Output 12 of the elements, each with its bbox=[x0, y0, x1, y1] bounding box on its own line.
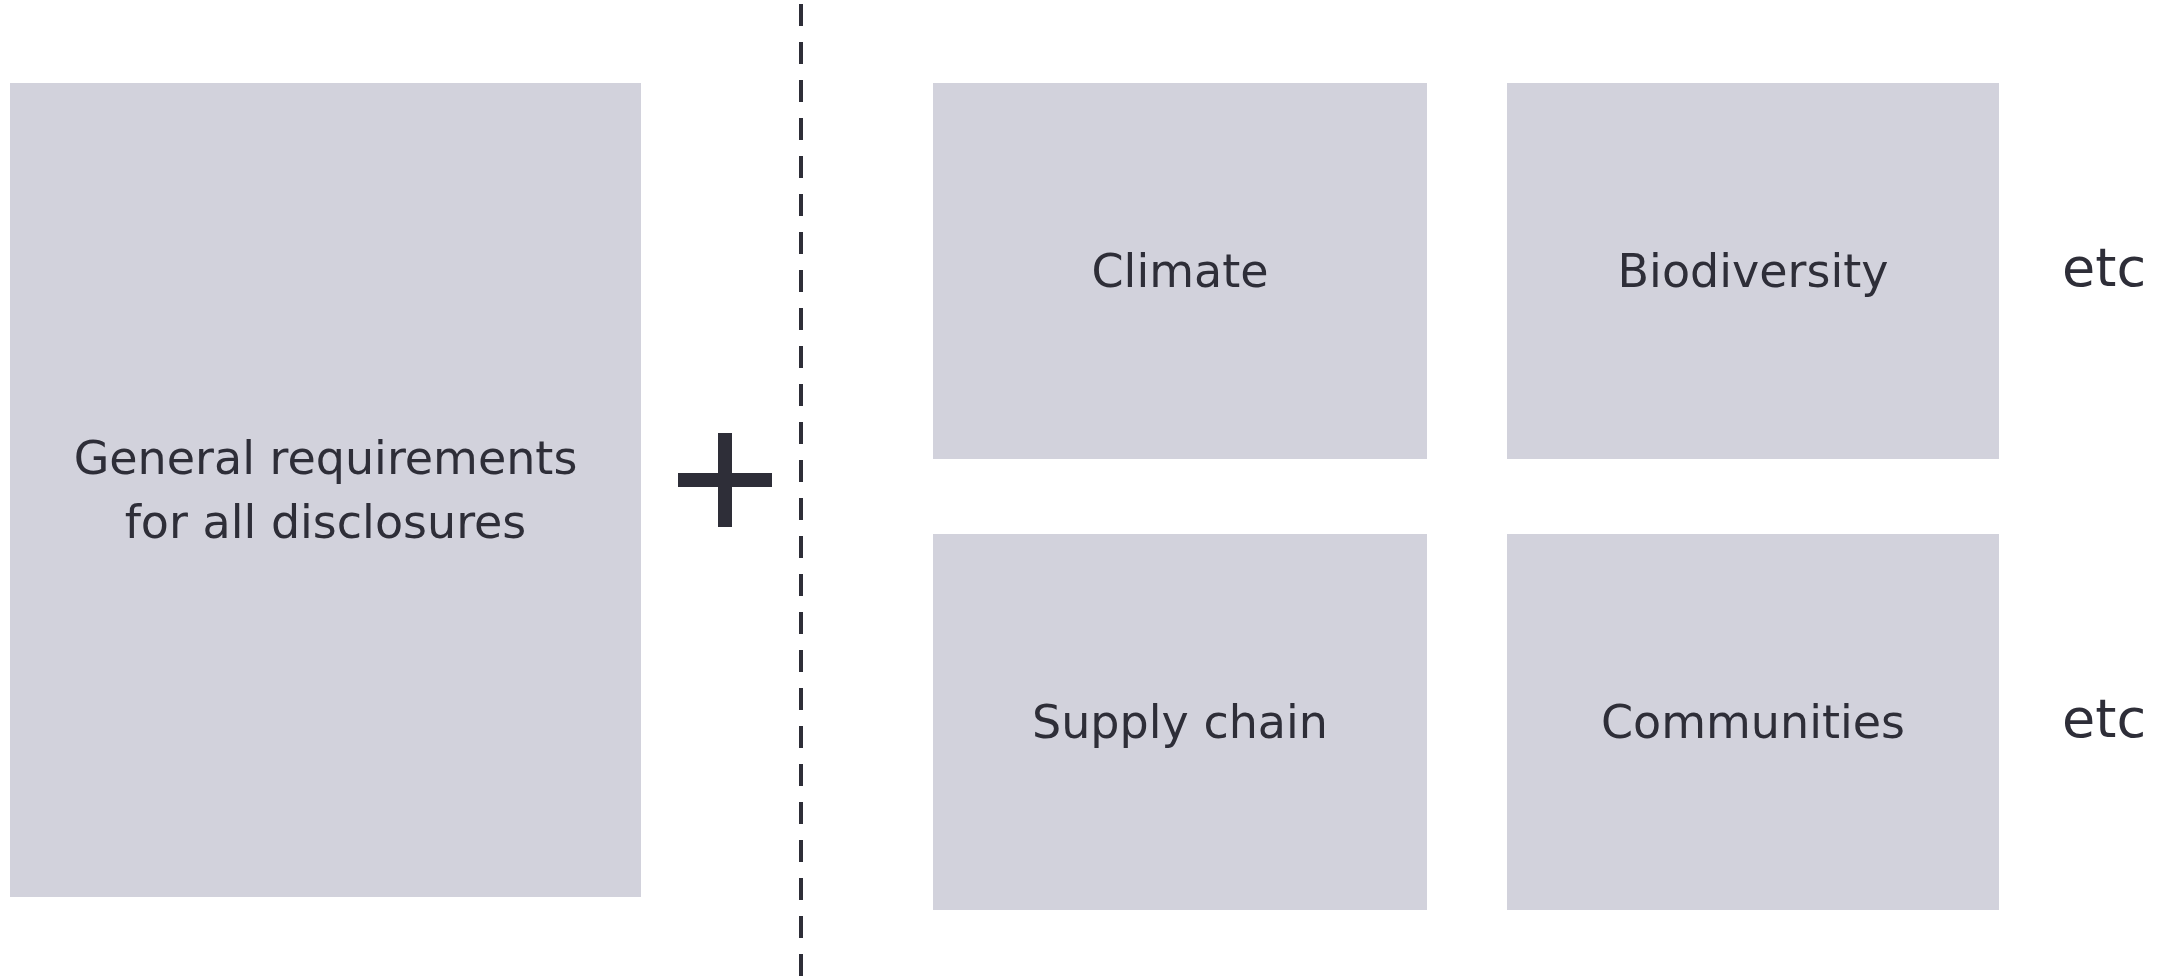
box-label: Communities bbox=[1600, 693, 1906, 751]
category-box bbox=[1507, 83, 1999, 459]
etc-note: etc bbox=[2062, 241, 2147, 295]
category-box bbox=[933, 83, 1427, 459]
etc-note: etc bbox=[2062, 692, 2147, 746]
category-box bbox=[933, 534, 1427, 910]
category-box bbox=[1507, 534, 1999, 910]
category-box bbox=[10, 83, 641, 897]
box-label: General requirements for all disclosures bbox=[72, 429, 579, 551]
box-label: Supply chain bbox=[1032, 693, 1328, 751]
box-label: Climate bbox=[1091, 242, 1269, 300]
box-label: Biodiversity bbox=[1617, 242, 1889, 300]
